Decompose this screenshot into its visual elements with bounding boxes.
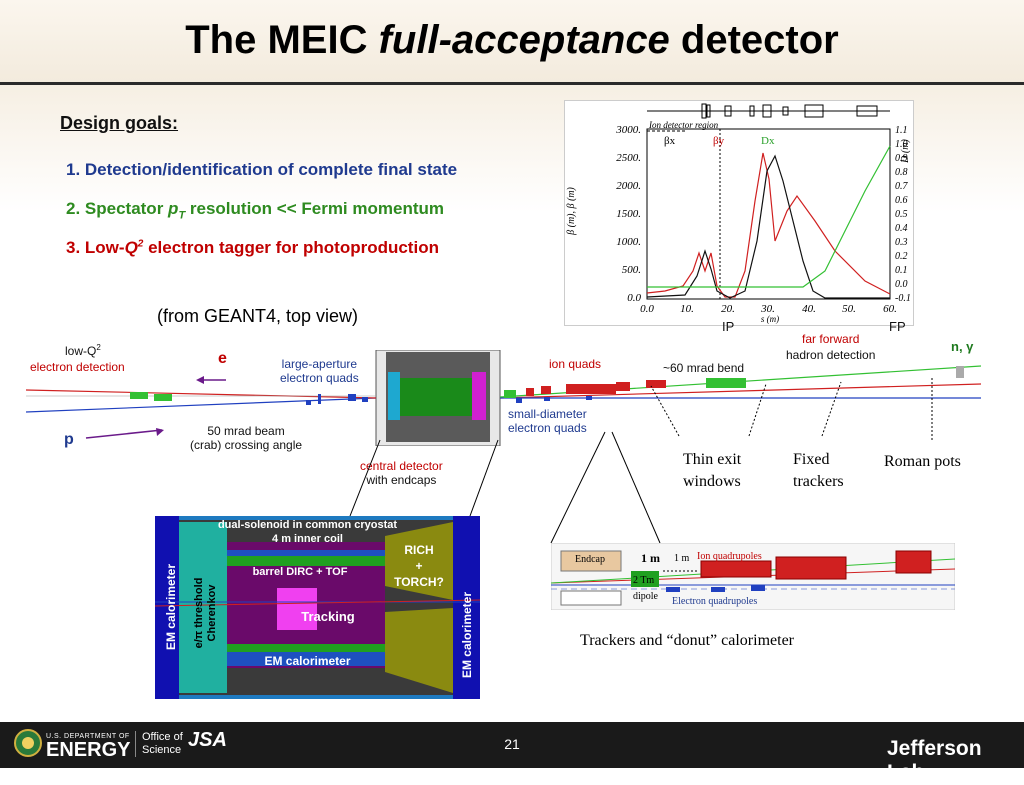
- y-right-tick: -0.1: [895, 293, 911, 304]
- lowq2-label: low-Q2: [65, 343, 101, 358]
- footer-bar: [0, 722, 1024, 768]
- dirc-label: barrel DIRC + TOF: [252, 566, 348, 578]
- x-tick: 0.0: [640, 303, 654, 315]
- y-right-tick: 1.1: [895, 125, 908, 136]
- ion-quads-label: ion quads: [549, 357, 602, 371]
- ion-quadrupoles-label: Ion quadrupoles: [697, 551, 762, 562]
- y-right-tick: 0.0: [895, 279, 908, 290]
- design-goals-heading: Design goals:: [60, 113, 179, 133]
- one-meter-label-b: 1 m: [674, 553, 690, 564]
- detector-svg: [154, 516, 481, 699]
- beta-x-label: βx: [664, 135, 676, 147]
- goal-2: 2. Spectator pT resolution << Fermi mome…: [66, 199, 444, 222]
- beamline-svg: [25, 349, 982, 447]
- geant-caption: (from GEANT4, top view): [157, 306, 359, 326]
- x-tick: 10.: [680, 303, 694, 315]
- electron-quadrupoles-label: Electron quadrupoles: [672, 596, 758, 607]
- doe-seal-icon: [14, 729, 42, 757]
- y-tick: 1500.: [616, 208, 641, 220]
- jefferson-lab-logo: Jefferson Lab: [887, 737, 982, 784]
- trackers-donut-label: Trackers and “donut” calorimeter: [580, 632, 794, 649]
- y-right-tick: 0.7: [895, 181, 909, 192]
- optics-plot-svg: Ion detector region βx βy Dx 3000. 2500.…: [566, 103, 911, 324]
- x-tick: 30.: [760, 303, 775, 315]
- em-calorimeter-barrel-label: EM calorimeter: [264, 654, 351, 668]
- far-forward-svg: [550, 542, 956, 611]
- crossing-angle-label: 50 mrad beam(crab) crossing angle: [190, 424, 303, 452]
- jsa-logo: JSA: [188, 729, 227, 751]
- y-right-tick: 0.8: [895, 167, 908, 178]
- detector-cross-section: [154, 516, 481, 699]
- plot-region-label: Ion detector region: [648, 120, 719, 130]
- y-tick: 1000.: [616, 236, 641, 248]
- y-left-axis-label: β (m), β (m): [566, 186, 577, 235]
- goal-1: 1. Detection/identification of complete …: [66, 160, 458, 179]
- two-tm-label: 2 Tm: [633, 575, 655, 586]
- endcap-label: Endcap: [575, 554, 605, 565]
- y-right-tick: 0.1: [895, 265, 908, 276]
- y-right-tick: 0.5: [895, 209, 908, 220]
- rich-label: RICH+TORCH?: [394, 543, 444, 589]
- y-tick: 2500.: [616, 152, 641, 164]
- electron-beam-label: e: [218, 350, 227, 367]
- slide-title: The MEIC full-acceptance detector: [185, 18, 839, 62]
- x-tick: 50.: [842, 303, 856, 315]
- y-tick: 3000.: [615, 124, 641, 136]
- y-tick: 2000.: [616, 180, 641, 192]
- page-number: 21: [504, 736, 520, 752]
- y-tick: 500.: [622, 264, 641, 276]
- em-calorimeter-right-label: EM calorimeter: [460, 591, 474, 679]
- x-tick: 20.: [721, 303, 735, 315]
- neutral-particles-label: n, γ: [951, 339, 974, 354]
- beta-y-label: βy: [713, 135, 725, 147]
- one-meter-label-a: 1 m: [641, 551, 660, 565]
- bend-label: ~60 mrad bend: [663, 361, 745, 375]
- zoom-lines: [349, 431, 661, 544]
- x-axis-label: s (m): [761, 314, 779, 324]
- em-calorimeter-left-label: EM calorimeter: [164, 563, 178, 651]
- y-right-tick: 0.2: [895, 251, 908, 262]
- x-tick: 40.: [802, 303, 816, 315]
- y-right-tick: 0.6: [895, 195, 908, 206]
- fp-label: FP: [889, 319, 906, 334]
- electron-detection-label: electron detection: [30, 360, 125, 374]
- dipole-label: dipole: [633, 591, 658, 602]
- y-tick: 0.0: [627, 292, 641, 304]
- y-right-tick: 1.0: [895, 139, 908, 150]
- title-bar: [0, 0, 1024, 85]
- goal-3: 3. Low-Q2 electron tagger for photoprodu…: [66, 238, 439, 257]
- roman-pots-label: Roman pots: [884, 453, 961, 470]
- dx-label: Dx: [761, 135, 775, 147]
- x-tick: 60.: [883, 303, 897, 315]
- far-forward-detail: [550, 542, 956, 611]
- tracking-label: Tracking: [301, 609, 355, 624]
- proton-beam-label: p: [64, 431, 74, 448]
- y-right-axis-label: D (m): [900, 139, 911, 164]
- ip-label: IP: [722, 319, 735, 334]
- beamline-schematic: [25, 349, 982, 447]
- optics-plot: Ion detector region βx βy Dx 3000. 2500.…: [564, 100, 914, 326]
- y-right-tick: 0.3: [895, 237, 908, 248]
- y-right-tick: 0.9: [895, 153, 908, 164]
- y-right-tick: 0.4: [895, 223, 908, 234]
